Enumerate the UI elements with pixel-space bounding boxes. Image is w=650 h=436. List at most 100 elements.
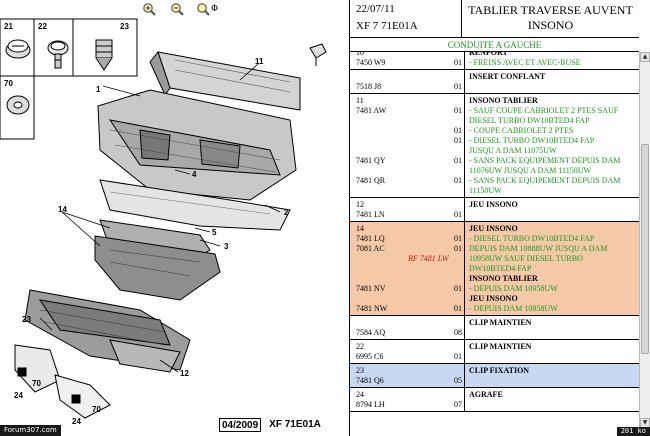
row-index-cell xyxy=(350,222,465,315)
part-reference[interactable]: 7450 W9 xyxy=(356,58,386,67)
row-index-cell xyxy=(350,340,465,363)
part-description: - SANS PACK EQUIPEMENT DEPUIS DAM xyxy=(469,156,621,165)
part-label: RENFORT xyxy=(469,52,508,57)
part-quantity: 01 xyxy=(454,304,462,313)
zoom-out-button[interactable] xyxy=(170,1,184,16)
part-description: - DIESEL TURBO DW10BTED4 FAP xyxy=(469,136,595,145)
callout-23: 23 xyxy=(22,315,31,324)
part-reference[interactable]: 7481 LQ xyxy=(356,234,385,243)
title-line-1: TABLIER TRAVERSE AUVENT xyxy=(468,3,633,17)
row-index-cell xyxy=(350,70,465,93)
row-index-cell xyxy=(350,94,465,197)
part-reference[interactable]: 7081 AC xyxy=(356,244,385,253)
part-label: JEU INSONO xyxy=(469,200,518,209)
part-description: - SAUF COUPE CABRIOLET 2 PTES SAUF xyxy=(469,106,619,115)
part-reference[interactable]: 7481 AW xyxy=(356,106,387,115)
clip-70-icon xyxy=(6,95,30,115)
part-description: - FREINS AVEC ET AVEC-BUSE xyxy=(469,58,581,67)
part-description: 11150UW xyxy=(469,186,502,195)
clip-11-icon xyxy=(309,43,327,66)
callout-70: 70 xyxy=(32,379,41,388)
part-24-clips xyxy=(14,344,111,419)
row-number: 23 xyxy=(356,366,364,375)
part-quantity: 01 xyxy=(454,234,462,243)
part-label: CLIP FIXATION xyxy=(469,366,530,375)
callout-24b: 24 xyxy=(72,417,81,426)
part-quantity: 01 xyxy=(454,244,462,253)
part-14-jeu-insono xyxy=(24,289,191,373)
zoom-toolbar: Φ xyxy=(0,0,349,17)
table-row[interactable]: 22 CLIP MAINTIEN 6995 C6 01 xyxy=(350,340,639,364)
diagram-code: XF 71E01A xyxy=(269,419,321,430)
inset-label-70: 70 xyxy=(4,79,13,88)
part-reference[interactable]: 7481 NW xyxy=(356,304,388,313)
part-quantity: 01 xyxy=(454,210,462,219)
part-reference[interactable]: 7481 QY xyxy=(356,156,386,165)
part-label: CLIP MAINTIEN xyxy=(469,318,532,327)
callout-70b: 70 xyxy=(92,405,101,414)
clip-23-icon xyxy=(95,39,113,71)
part-reference[interactable]: 6995 C6 xyxy=(356,352,384,361)
zoom-fit-icon xyxy=(197,2,210,16)
clip-21-icon xyxy=(5,39,31,59)
part-reference[interactable]: 7481 Q6 xyxy=(356,376,384,385)
part-quantity: 01 xyxy=(454,352,462,361)
watermark: Forum307.com xyxy=(0,425,61,436)
zoom-fit-button[interactable]: Φ xyxy=(196,1,218,16)
scroll-up-icon[interactable]: ▲ xyxy=(640,52,650,62)
part-1-tablier xyxy=(97,89,297,201)
part-quantity: 01 xyxy=(454,106,462,115)
part-reference[interactable]: 7481 NV xyxy=(356,284,386,293)
part-description: 10958UW SAUF DIESEL TURBO xyxy=(469,254,583,263)
diagram-date: 04/2009 xyxy=(219,418,262,432)
scroll-thumb[interactable] xyxy=(641,144,649,354)
part-label: INSONO TABLIER xyxy=(469,96,538,105)
row-number: 11 xyxy=(356,96,364,105)
part-reference[interactable]: 7584 AQ xyxy=(356,328,386,337)
part-label: AGRAFE xyxy=(469,390,503,399)
part-reference[interactable]: 8794 LH xyxy=(356,400,385,409)
page-title: TABLIER TRAVERSE AUVENT INSONO xyxy=(462,0,639,38)
title-line-2: INSONO xyxy=(527,18,574,32)
part-label: CLIP MAINTIEN xyxy=(469,342,532,351)
table-row[interactable]: 11 INSONO TABLIER 7481 AW 01 - SAUF COUPE CA… xyxy=(350,94,639,198)
inset-label-21: 21 xyxy=(4,22,13,31)
row-number: 10 xyxy=(356,52,364,57)
callout-24: 24 xyxy=(14,391,23,400)
row-number: 22 xyxy=(356,342,364,351)
part-reference[interactable]: 7481 LN xyxy=(356,210,385,219)
parts-table[interactable]: 10 RENFORT 7450 W9 01 - FREINS AVEC ET AVEC-… xyxy=(350,52,639,428)
part-description: - SANS PACK EQUIPEMENT DEPUIS DAM xyxy=(469,176,621,185)
header-date: 22/07/11 xyxy=(356,3,395,15)
header-code: XF 7 71E01A xyxy=(356,20,418,32)
exploded-diagram: 21 22 23 70 xyxy=(0,18,327,426)
part-3-insono xyxy=(94,219,221,301)
part-quantity: 01 xyxy=(454,82,462,91)
zoom-in-button[interactable] xyxy=(142,1,156,16)
part-quantity: 01 xyxy=(454,136,462,145)
callout-11: 11 xyxy=(255,57,264,66)
part-description: - DEPUIS DAM 10958UW xyxy=(469,284,558,293)
part-description: DIESEL TURBO DW10BTED4 FAP xyxy=(469,116,590,125)
parts-header: 22/07/11 XF 7 71E01A TABLIER TRAVERSE AU… xyxy=(350,0,639,38)
part-label: JEU INSONO xyxy=(469,294,518,303)
callout-5: 5 xyxy=(212,228,217,237)
vertical-scrollbar[interactable]: ▲ ▼ xyxy=(639,52,650,428)
part-description: - COUPE CABRIOLET 2 PTES xyxy=(469,126,574,135)
row-index-cell xyxy=(350,388,465,411)
part-description: 11076UW JUSQU A DAM 11150UW xyxy=(469,166,592,175)
leader-lines xyxy=(39,63,281,373)
row-index-cell xyxy=(350,316,465,339)
part-description: JUSQU A DAM 11075UW xyxy=(469,146,557,155)
file-size-badge: 201 ko xyxy=(616,427,650,436)
callout-2: 2 xyxy=(284,208,289,217)
part-reference[interactable]: 7481 QR xyxy=(356,176,386,185)
part-reference[interactable]: 7518 J8 xyxy=(356,82,382,91)
